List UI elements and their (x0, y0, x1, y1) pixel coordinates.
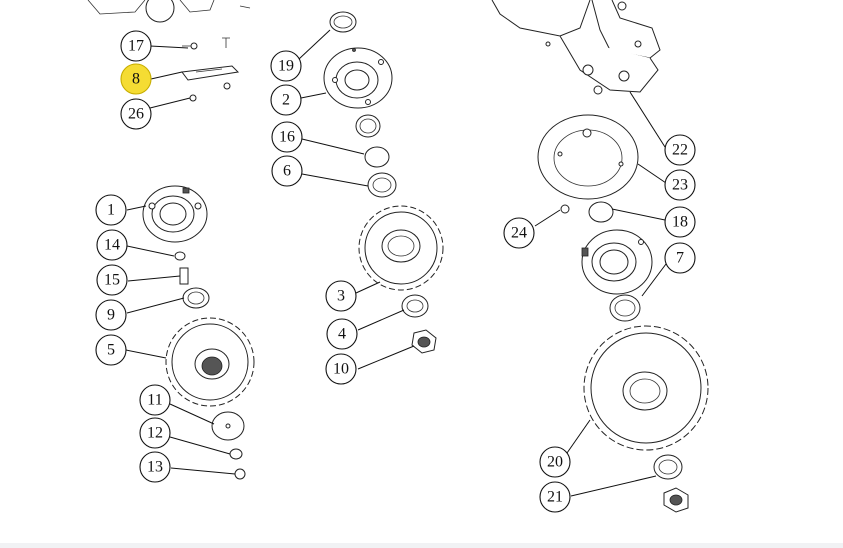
callout-label: 18 (672, 214, 688, 231)
callout-label: 16 (279, 129, 295, 146)
bolt-24 (560, 204, 570, 214)
callout-label: 14 (104, 237, 120, 254)
callout-4[interactable]: 4 (326, 318, 358, 350)
callout-7[interactable]: 7 (664, 242, 696, 274)
callout-14[interactable]: 14 (96, 229, 128, 261)
seal-6 (367, 172, 397, 198)
nut-26 (189, 82, 231, 102)
callout-1[interactable]: 1 (95, 194, 127, 226)
callout-label: 10 (333, 361, 349, 378)
cap-11 (211, 411, 245, 441)
callout-label: 26 (128, 106, 144, 123)
callout-label: 22 (672, 142, 688, 159)
callout-24[interactable]: 24 (503, 217, 535, 249)
callout-19[interactable]: 19 (270, 50, 302, 82)
bushing-21 (653, 454, 683, 480)
callout-label: 7 (676, 250, 684, 267)
washer-14 (174, 251, 186, 261)
callout-23[interactable]: 23 (664, 169, 696, 201)
bushing-4 (401, 294, 429, 318)
bearing-assembly-right (581, 229, 653, 295)
bolt-13 (234, 468, 246, 480)
callout-label: 17 (128, 38, 144, 55)
callout-5[interactable]: 5 (95, 334, 127, 366)
callout-label: 6 (283, 163, 291, 180)
sprocket-20 (583, 325, 709, 451)
callout-10[interactable]: 10 (325, 353, 357, 385)
ring-18 (588, 201, 614, 223)
callout-2[interactable]: 2 (270, 84, 302, 116)
nut-21b (663, 487, 689, 513)
callout-label: 8 (132, 71, 140, 88)
clamp-plate-8 (181, 65, 240, 81)
callout-label: 21 (547, 489, 563, 506)
bushing-7 (609, 294, 641, 322)
nut-10 (411, 329, 437, 354)
callout-17[interactable]: 17 (120, 30, 152, 62)
callout-label: 9 (107, 307, 115, 324)
callout-20[interactable]: 20 (539, 446, 571, 478)
callout-26[interactable]: 26 (120, 98, 152, 130)
screw-17 (182, 37, 230, 50)
callout-21[interactable]: 21 (539, 481, 571, 513)
callout-label: 1 (107, 202, 115, 219)
bushing-9 (182, 287, 210, 309)
callout-9[interactable]: 9 (95, 299, 127, 331)
callout-label: 13 (147, 459, 163, 476)
callout-label: 3 (337, 288, 345, 305)
callout-label: 2 (282, 92, 290, 109)
callout-label: 19 (278, 58, 294, 75)
callout-label: 4 (338, 326, 346, 343)
pin-15 (179, 267, 189, 285)
callout-label: 11 (147, 392, 162, 409)
leader-lines (125, 29, 667, 497)
callout-15[interactable]: 15 (96, 264, 128, 296)
callout-16[interactable]: 16 (271, 121, 303, 153)
sprocket-5 (165, 317, 255, 407)
washer-12 (229, 448, 243, 460)
callout-12[interactable]: 12 (139, 417, 171, 449)
callout-13[interactable]: 13 (139, 451, 171, 483)
callout-label: 20 (547, 454, 563, 471)
bearing-assembly-2 (323, 47, 393, 109)
callout-11[interactable]: 11 (139, 384, 171, 416)
housing-fragment-left (87, 0, 251, 23)
plate-23 (537, 114, 639, 200)
callout-3[interactable]: 3 (325, 280, 357, 312)
callout-label: 12 (147, 425, 163, 442)
bushing-mid (355, 114, 381, 138)
bearing-assembly-1 (142, 185, 208, 243)
sprocket-3 (358, 205, 444, 291)
callout-label: 5 (107, 342, 115, 359)
motor-mount-bracket (491, 0, 661, 95)
callout-label: 23 (672, 177, 688, 194)
callout-label: 15 (104, 272, 120, 289)
ring-16 (364, 146, 390, 168)
bottom-scroll-strip (0, 543, 843, 548)
callout-18[interactable]: 18 (664, 206, 696, 238)
callout-label: 24 (511, 225, 527, 242)
callout-22[interactable]: 22 (664, 134, 696, 166)
callout-6[interactable]: 6 (271, 155, 303, 187)
callout-8[interactable]: 8 (120, 63, 152, 95)
cap-19 (329, 11, 357, 33)
